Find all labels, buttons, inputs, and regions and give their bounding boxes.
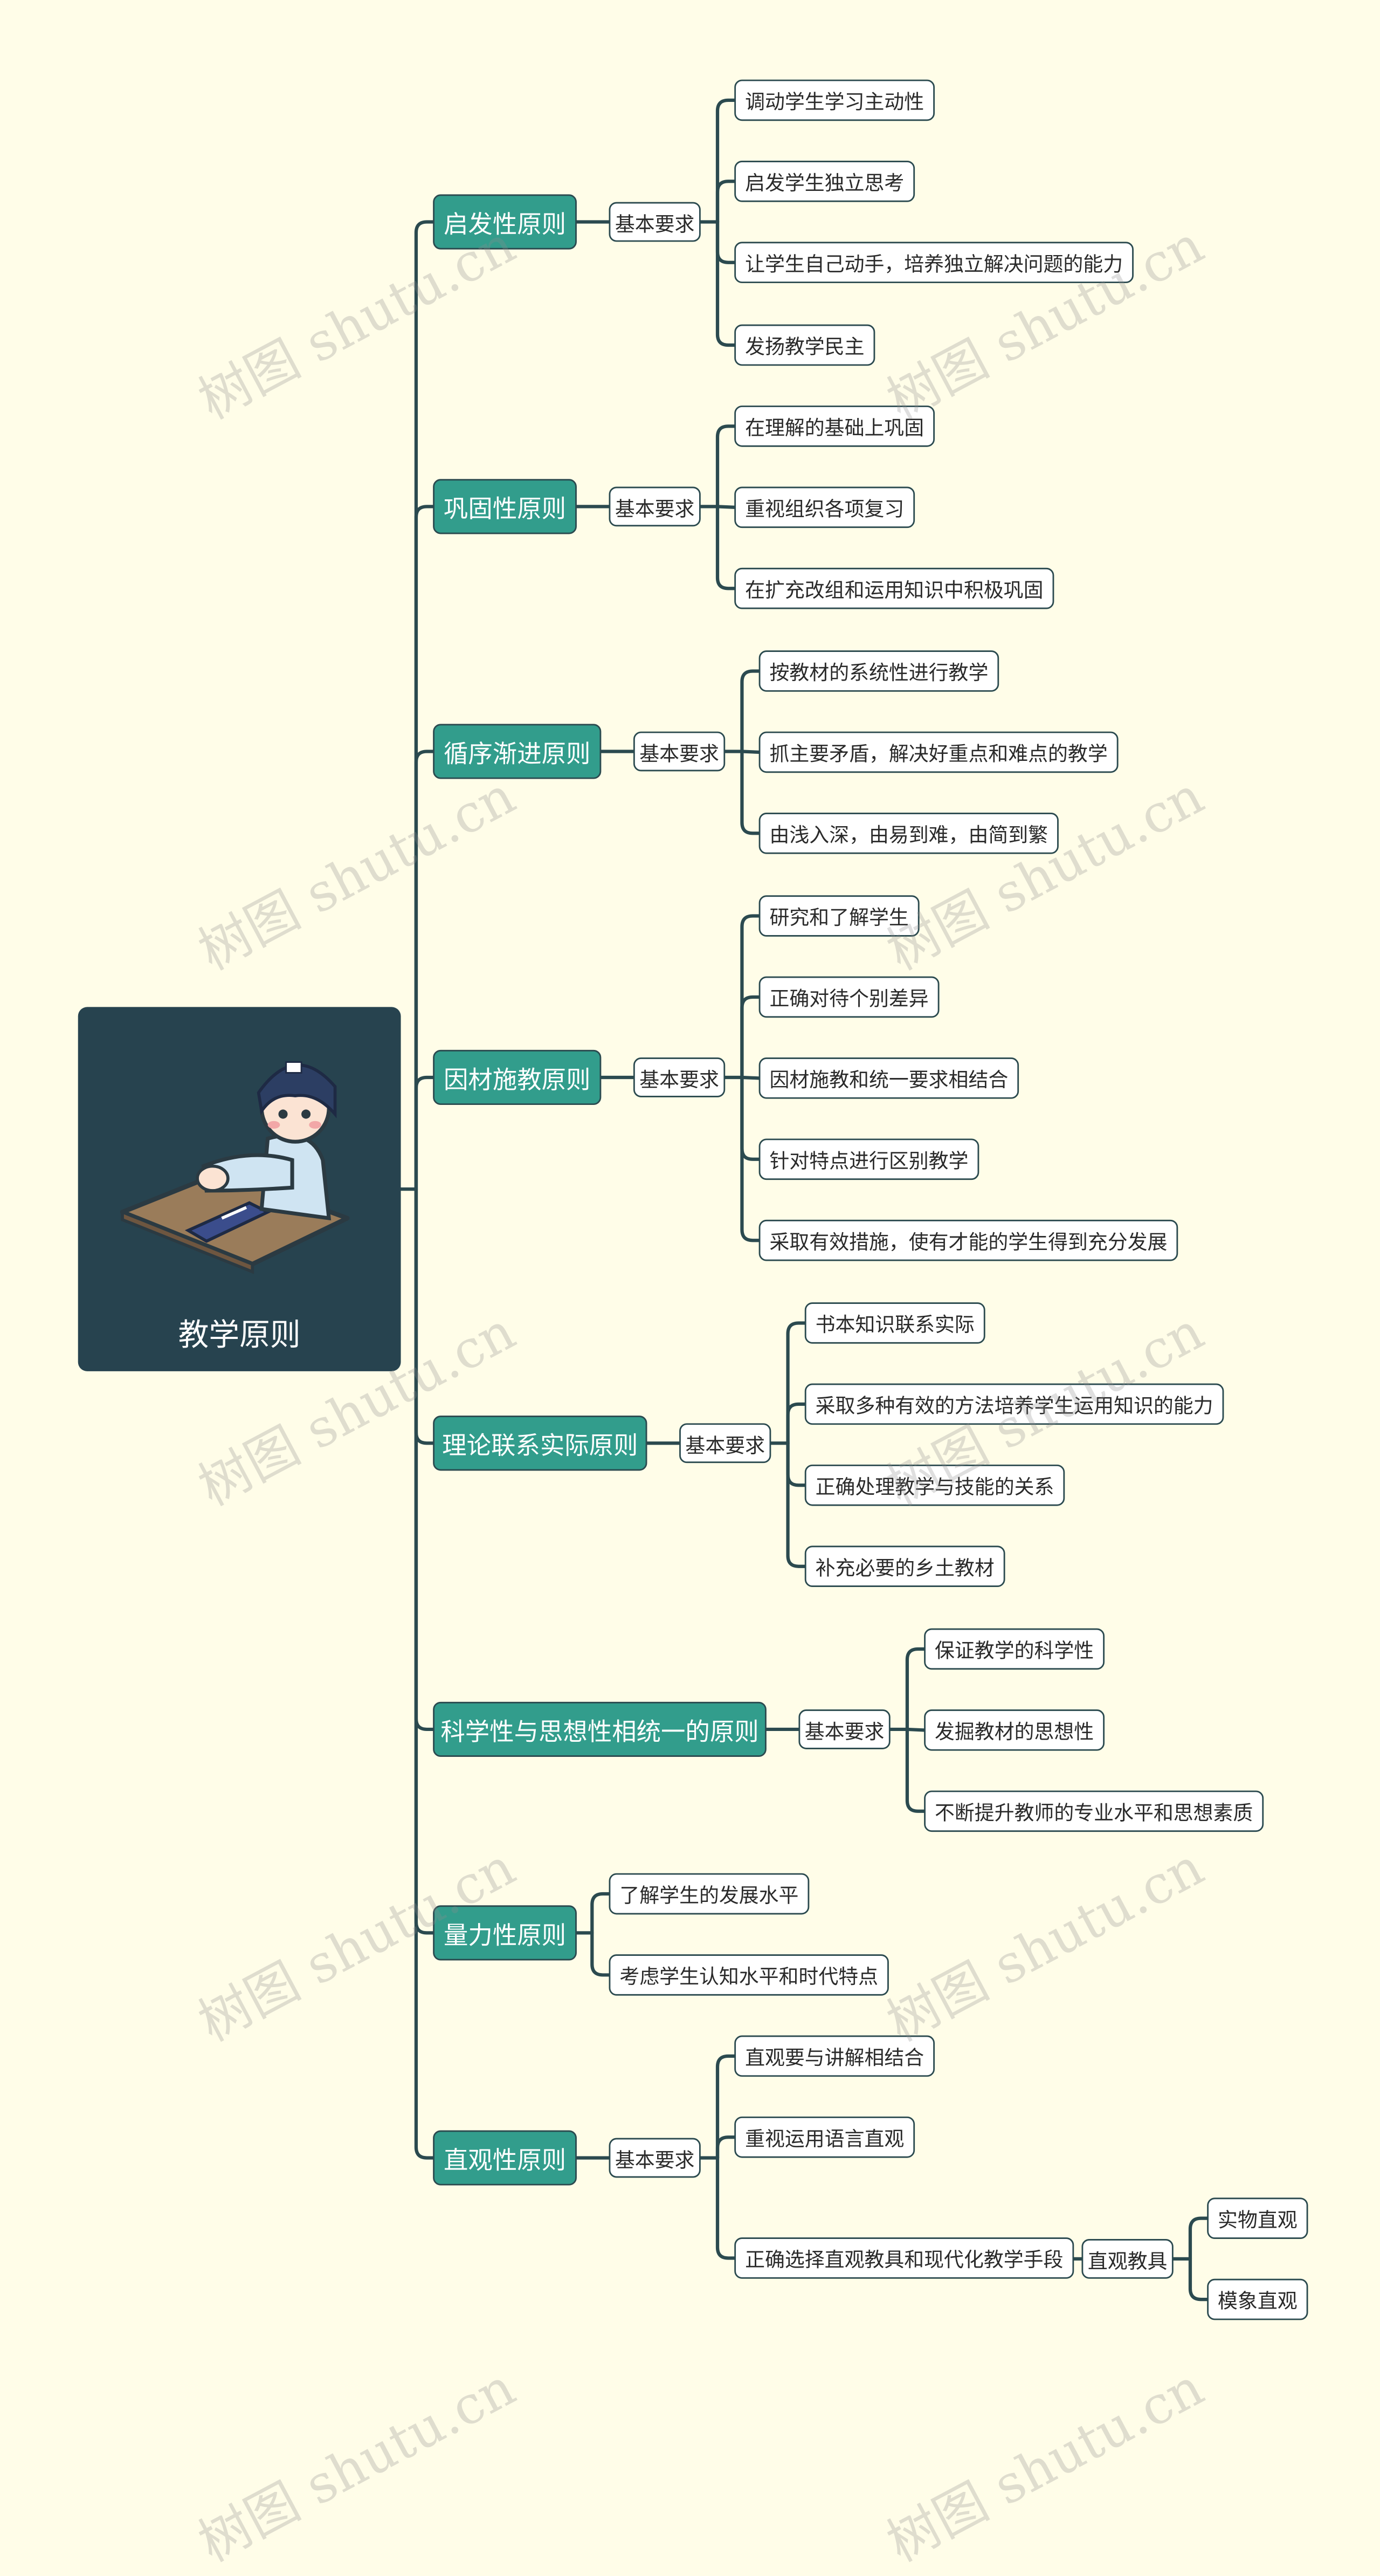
leaf-node[interactable]: 直观要与讲解相结合 [734, 2035, 935, 2077]
branch-node[interactable]: 理论联系实际原则 [433, 1416, 647, 1471]
leaf-node[interactable]: 采取多种有效的方法培养学生运用知识的能力 [804, 1383, 1224, 1425]
root-title: 教学原则 [178, 1316, 301, 1353]
leaf-node[interactable]: 书本知识联系实际 [804, 1302, 985, 1344]
leaf-node[interactable]: 按教材的系统性进行教学 [758, 650, 999, 692]
branch-node[interactable]: 巩固性原则 [433, 479, 577, 534]
leaf-node[interactable]: 发扬教学民主 [734, 324, 875, 366]
leaf-node[interactable]: 由浅入深，由易到难，由简到繁 [758, 812, 1059, 854]
leaf-node[interactable]: 正确处理教学与技能的关系 [804, 1464, 1065, 1506]
leaf-node[interactable]: 补充必要的乡土教材 [804, 1545, 1005, 1588]
leaf-node[interactable]: 针对特点进行区别教学 [758, 1138, 979, 1180]
leaf-node[interactable]: 考虑学生认知水平和时代特点 [609, 1954, 889, 1996]
leaf-node[interactable]: 正确选择直观教具和现代化教学手段 [734, 2237, 1074, 2279]
leaf-node[interactable]: 采取有效措施，使有才能的学生得到充分发展 [758, 1219, 1178, 1261]
leaf-node[interactable]: 不断提升教师的专业水平和思想素质 [924, 1790, 1264, 1832]
leaf-node[interactable]: 在理解的基础上巩固 [734, 406, 935, 447]
branch-node[interactable]: 科学性与思想性相统一的原则 [433, 1701, 767, 1757]
leaf-node[interactable]: 研究和了解学生 [758, 895, 920, 937]
requirement-node[interactable]: 基本要求 [609, 486, 701, 527]
leaf-node[interactable]: 因材施教和统一要求相结合 [758, 1057, 1019, 1099]
leaf-node[interactable]: 模象直观 [1207, 2278, 1308, 2320]
leaf-node[interactable]: 实物直观 [1207, 2197, 1308, 2239]
leaf-node[interactable]: 正确对待个别差异 [758, 976, 940, 1018]
branch-node[interactable]: 启发性原则 [433, 194, 577, 250]
branch-node[interactable]: 循序渐进原则 [433, 724, 602, 779]
leaf-node[interactable]: 启发学生独立思考 [734, 160, 915, 202]
leaf-node[interactable]: 发掘教材的思想性 [924, 1709, 1105, 1751]
branch-node[interactable]: 量力性原则 [433, 1905, 577, 1961]
connector-lines [399, 98, 1209, 2302]
mindmap-canvas: 教学原则 启发性原则基本要求调动学生学习主动性启发学生独立思考让学生自己动手，培… [78, 79, 1308, 2575]
requirement-node[interactable]: 基本要求 [798, 1709, 891, 1749]
requirement-node[interactable]: 基本要求 [679, 1423, 771, 1464]
branch-node[interactable]: 直观性原则 [433, 2130, 577, 2186]
leaf-node[interactable]: 重视运用语言直观 [734, 2116, 915, 2158]
leaf-node[interactable]: 调动学生学习主动性 [734, 79, 935, 121]
tool-node[interactable]: 直观教具 [1081, 2238, 1174, 2279]
leaf-node[interactable]: 了解学生的发展水平 [609, 1873, 810, 1915]
leaf-node[interactable]: 在扩充改组和运用知识中积极巩固 [734, 567, 1054, 609]
scholar-illustration [120, 1061, 350, 1274]
leaf-node[interactable]: 抓主要矛盾，解决好重点和难点的教学 [758, 731, 1119, 773]
root-node[interactable]: 教学原则 [78, 1007, 401, 1371]
requirement-node[interactable]: 基本要求 [633, 731, 726, 772]
requirement-node[interactable]: 基本要求 [609, 2138, 701, 2178]
requirement-node[interactable]: 基本要求 [633, 1057, 726, 1097]
leaf-node[interactable]: 让学生自己动手，培养独立解决问题的能力 [734, 242, 1134, 284]
requirement-node[interactable]: 基本要求 [609, 202, 701, 242]
branch-node[interactable]: 因材施教原则 [433, 1049, 602, 1105]
leaf-node[interactable]: 重视组织各项复习 [734, 486, 915, 528]
leaf-node[interactable]: 保证教学的科学性 [924, 1628, 1105, 1670]
